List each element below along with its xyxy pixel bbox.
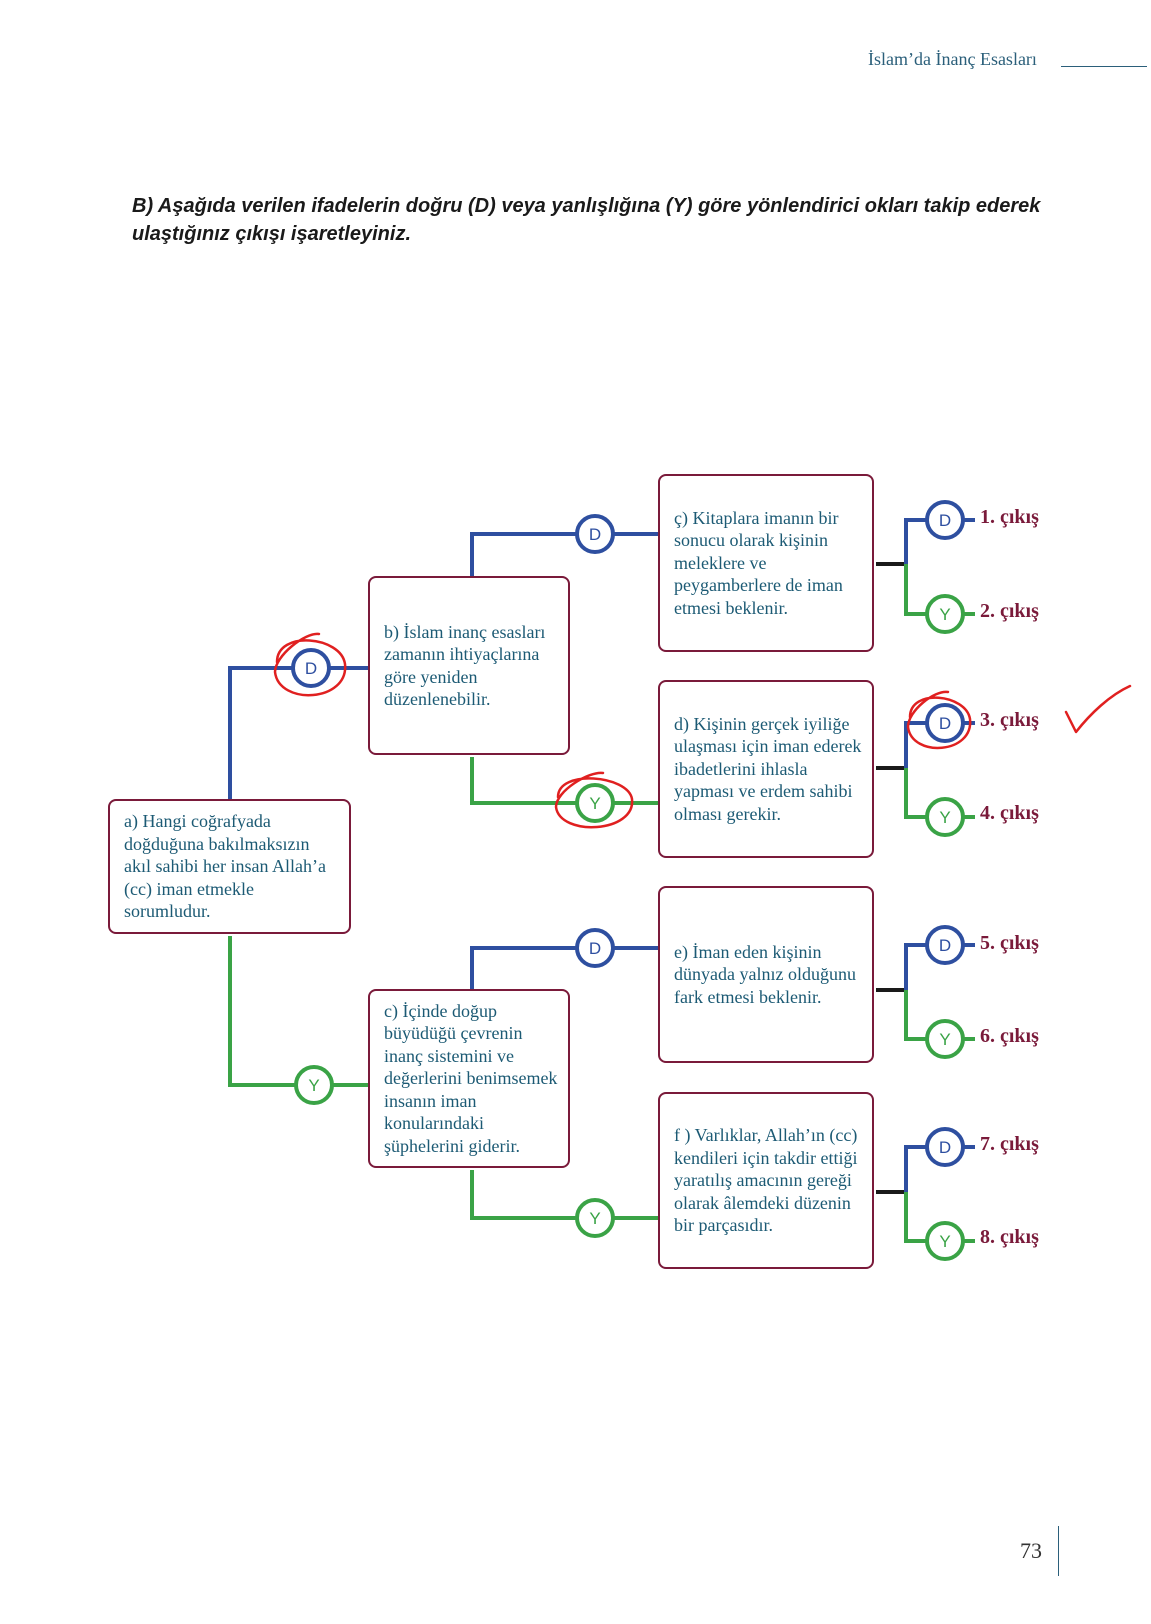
exit-7: 7. çıkış [980,1133,1039,1155]
question-text-d: d) Kişinin gerçek iyiliğe ulaşması için … [674,713,862,824]
node-c-false-circle [575,1198,615,1238]
node-c-false-label: Y [589,1209,600,1228]
node-e-true: D [925,925,965,965]
node-cedilla-false-label: Y [939,605,950,624]
question-box-d: d) Kişinin gerçek iyiliğe ulaşması için … [658,680,874,858]
node-cedilla-false: Y [925,594,965,634]
branch-b-false [470,757,665,805]
node-d-false-label: Y [939,808,950,827]
question-box-e: e) İman eden kişinin dünyada yalnız oldu… [658,886,874,1063]
node-f-true: D [925,1127,965,1167]
node-e-false-circle [925,1019,965,1059]
question-text-a: a) Hangi coğrafyada doğduğuna bakılmaksı… [124,811,326,922]
node-f-false-circle [925,1221,965,1261]
exit-8: 8. çıkış [980,1226,1039,1248]
node-c-true: D [575,928,615,968]
node-a-true-label: D [305,659,317,678]
question-text-e: e) İman eden kişinin dünyada yalnız oldu… [674,941,856,1007]
exit-4: 4. çıkış [980,802,1039,824]
node-d-false-circle [925,797,965,837]
node-cedilla-false-circle [925,594,965,634]
chapter-title: İslam’da İnanç Esasları [868,49,1037,69]
node-e-false-label: Y [939,1030,950,1049]
question-box-a: a) Hangi coğrafyada doğduğuna bakılmaksı… [108,799,351,934]
branch-a-false [228,936,375,1087]
decision-nodes: D Y D Y D Y D Y D Y D Y D Y [291,500,965,1261]
handwritten-marks [273,632,1132,829]
annotation-circle-b-false [554,771,634,829]
node-e-true-label: D [939,936,951,955]
page-number-rule [1058,1526,1059,1576]
question-box-f: f ) Varlıklar, Allah’ın (cc) kendileri i… [658,1092,874,1269]
node-b-false-circle [575,783,615,823]
node-a-false-circle [294,1065,334,1105]
annotation-circle-d-true [906,690,972,750]
node-e-true-circle [925,925,965,965]
branch-c-false [470,1170,665,1220]
node-f-false: Y [925,1221,965,1261]
node-a-false: Y [294,1065,334,1105]
node-b-true-circle [575,514,615,554]
exit-2: 2. çıkış [980,600,1039,622]
question-box-b: b) İslam inanç esasları zamanın ihtiyaçl… [368,576,570,755]
node-d-true-circle [925,703,965,743]
node-f-true-circle [925,1127,965,1167]
exercise-instruction: B) Aşağıda verilen ifadelerin doğru (D) … [132,195,1041,245]
node-d-false: Y [925,797,965,837]
question-box-cedilla: ç) Kitaplara imanın bir sonucu olarak ki… [658,474,874,652]
node-b-true-label: D [589,525,601,544]
question-text-f: f ) Varlıklar, Allah’ın (cc) kendileri i… [674,1125,858,1236]
node-cedilla-true: D [925,500,965,540]
node-c-false: Y [575,1198,615,1238]
node-cedilla-true-circle [925,500,965,540]
node-a-false-label: Y [308,1076,319,1095]
branch-a-true [228,666,375,801]
annotation-checkmark-exit-3 [1064,684,1132,734]
node-f-false-label: Y [939,1232,950,1251]
node-c-true-label: D [589,939,601,958]
exit-6: 6. çıkış [980,1025,1039,1047]
exit-5: 5. çıkış [980,932,1039,954]
node-b-false: Y [575,783,615,823]
node-c-true-circle [575,928,615,968]
node-d-true: D [925,703,965,743]
page-number: 73 [1020,1538,1042,1563]
node-d-true-label: D [939,714,951,733]
branch-b-true [470,532,665,578]
annotation-circle-a-true [273,632,347,697]
node-f-true-label: D [939,1138,951,1157]
node-b-true: D [575,514,615,554]
question-box-c: ç) Kitaplara imanın bir sonucu olarak ki… [368,989,570,1168]
question-text-c-body: c) İçinde doğup büyüdüğü çevrenin inanç … [384,1000,558,1156]
exit-3: 3. çıkış [980,709,1039,731]
node-a-true: D [291,648,331,688]
branch-c-true [470,946,665,991]
node-cedilla-true-label: D [939,511,951,530]
node-b-false-label: Y [589,794,600,813]
exit-1: 1. çıkış [980,506,1039,528]
node-a-true-circle [291,648,331,688]
node-e-false: Y [925,1019,965,1059]
question-text-cedilla: ç) Kitaplara imanın bir sonucu olarak ki… [674,507,843,618]
question-text-b: b) İslam inanç esasları zamanın ihtiyaçl… [384,621,546,710]
header-rule [1061,66,1147,67]
